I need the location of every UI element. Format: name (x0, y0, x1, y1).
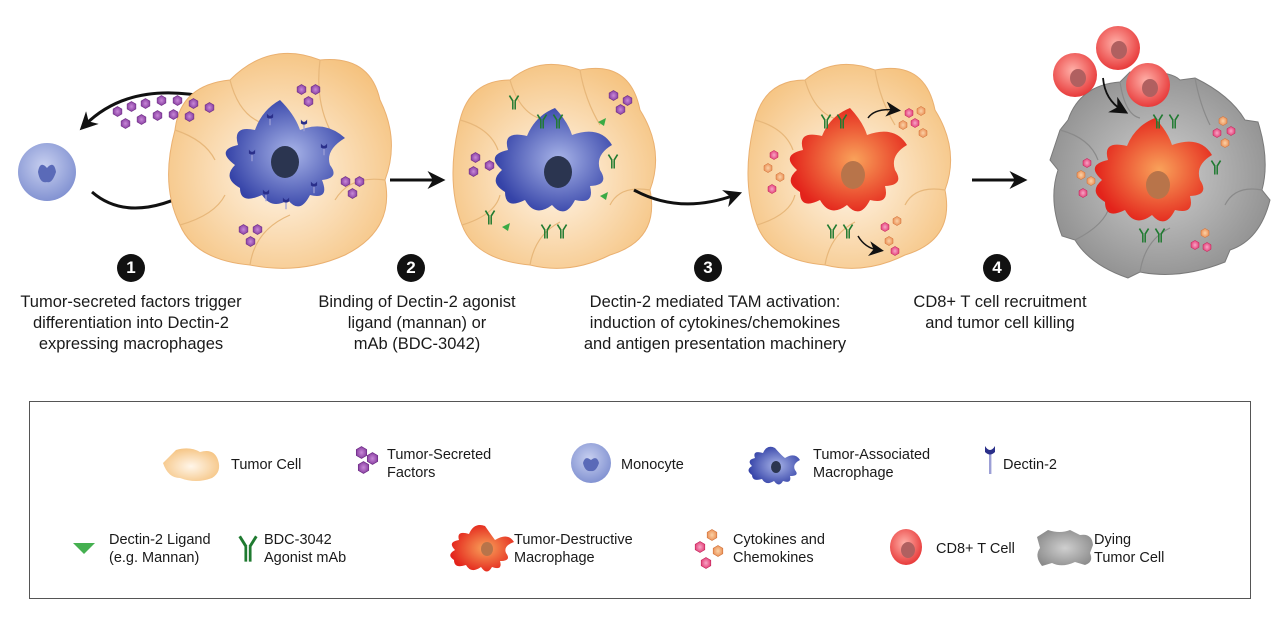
legend-label-line: BDC-3042 (264, 532, 332, 548)
legend-label-line: CD8+ T Cell (936, 541, 1015, 557)
tumor-associated-macrophage-icon (748, 446, 800, 485)
step-3-caption: Dectin-2 mediated TAM activation: induct… (570, 292, 860, 355)
cd8-t-cells (1053, 26, 1170, 107)
step-1-caption-line: expressing macrophages (38, 335, 224, 353)
ligands-2 (502, 118, 608, 231)
step-2-illustration (452, 63, 657, 269)
legend-label-line: Dectin-2 (1003, 457, 1057, 473)
tam-macrophage-2 (494, 108, 612, 212)
legend-label-agonist-mab: BDC-3042 Agonist mAb (264, 531, 346, 567)
legend-label-line: Tumor Cell (231, 457, 302, 473)
monocyte-icon (571, 443, 611, 483)
step-3-caption-line: Dectin-2 mediated TAM activation: (589, 293, 841, 311)
legend-label-dectin-2: Dectin-2 (1003, 456, 1057, 474)
step-2-caption-line: ligand (mannan) or (347, 314, 487, 332)
arrow-cytokine-release-top (867, 101, 901, 119)
legend-label-dying-tumor-cell: Dying Tumor Cell (1094, 531, 1164, 567)
arrow-t-cell-infiltration (1102, 77, 1129, 114)
step-3-caption-line: and antigen presentation machinery (583, 335, 847, 353)
tumor-destructive-macrophage-3 (789, 108, 907, 212)
step-1-caption-line: differentiation into Dectin-2 (33, 314, 229, 332)
dectin-2-ligand-icon (73, 543, 95, 554)
step-2-badge: 2 (397, 254, 425, 282)
legend-label-line: Dectin-2 Ligand (109, 532, 211, 548)
legend-label-line: Agonist mAb (264, 550, 347, 566)
step-4-illustration (1049, 26, 1271, 279)
legend-label-line: Tumor-Destructive (514, 532, 633, 548)
legend-label-line: (e.g. Mannan) (109, 550, 200, 566)
step-3-illustration (747, 63, 952, 269)
tumor-cell-icon (163, 448, 220, 481)
cd8-t-cell-icon (890, 529, 922, 565)
arrow-step-2-to-3 (633, 188, 743, 208)
legend-label-line: Dying (1094, 532, 1132, 548)
step-1-badge: 1 (117, 254, 145, 282)
legend-label-line: Cytokines and (733, 532, 825, 548)
step-1-caption: Tumor-secreted factors trigger different… (0, 292, 262, 355)
legend-label-line: Tumor Cell (1094, 550, 1165, 566)
legend-label-line: Chemokines (733, 550, 814, 566)
step-2-caption: Binding of Dectin-2 agonist ligand (mann… (292, 292, 542, 355)
monocyte-cell (18, 143, 76, 201)
legend-label-monocyte: Monocyte (621, 456, 684, 474)
tam-macrophage-1 (225, 100, 345, 207)
legend-label-line: Macrophage (514, 550, 595, 566)
step-2-caption-line: mAb (BDC-3042) (353, 335, 481, 353)
legend-label-line: Macrophage (813, 465, 894, 481)
arrow-cytokine-release-bottom (857, 235, 884, 257)
step-1-illustration (18, 52, 392, 269)
legend-box (29, 401, 1251, 599)
legend-icons (73, 443, 1093, 572)
legend-label-tumor-destructive-macrophage: Tumor-Destructive Macrophage (514, 531, 633, 567)
legend-label-line: Tumor-Secreted (387, 447, 492, 463)
step-3-caption-line: induction of cytokines/chemokines (589, 314, 841, 332)
legend-label-line: Factors (387, 465, 436, 481)
legend-label-cytokines-chemokines: Cytokines and Chemokines (733, 531, 825, 567)
step-3-badge: 3 (694, 254, 722, 282)
step-4-caption: CD8+ T cell recruitment and tumor cell k… (880, 292, 1120, 334)
legend-label-tumor-cell: Tumor Cell (231, 456, 301, 474)
legend-label-tumor-secreted-factors: Tumor-Secreted Factors (387, 446, 491, 482)
step-4-badge: 4 (983, 254, 1011, 282)
legend-label-line: Tumor-Associated (813, 447, 931, 463)
legend-label-line: Monocyte (621, 457, 684, 473)
legend-label-tumor-associated-macrophage: Tumor-Associated Macrophage (813, 446, 930, 482)
dectin-2-icon (985, 446, 995, 474)
step-4-caption-line: and tumor cell killing (925, 314, 1075, 332)
legend-label-cd8-t-cell: CD8+ T Cell (936, 540, 1015, 558)
tumor-destructive-macrophage-4 (1094, 118, 1212, 222)
step-4-caption-line: CD8+ T cell recruitment (913, 293, 1087, 311)
tumor-destructive-macrophage-icon (450, 525, 514, 572)
legend-label-dectin-2-ligand: Dectin-2 Ligand (e.g. Mannan) (109, 531, 211, 567)
step-1-caption-line: Tumor-secreted factors trigger (20, 293, 242, 311)
step-2-caption-line: Binding of Dectin-2 agonist (318, 293, 516, 311)
dying-tumor-cell-icon (1037, 530, 1093, 566)
